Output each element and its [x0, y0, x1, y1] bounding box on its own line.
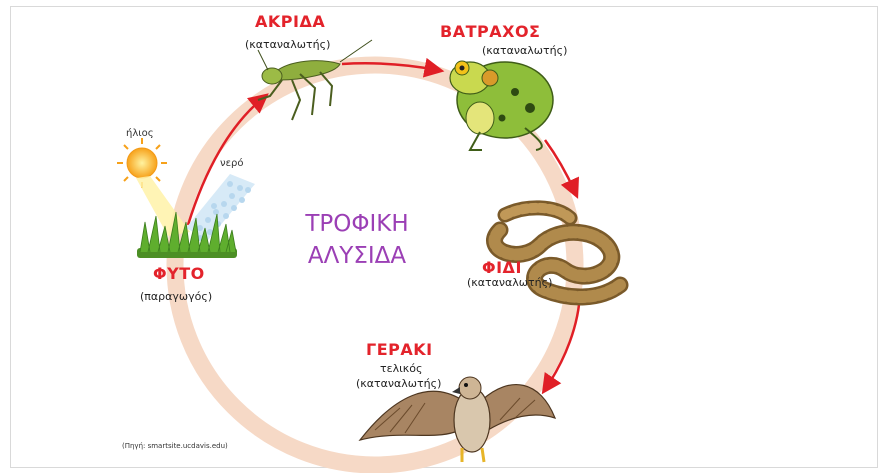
title-line-1: ΤΡΟΦΙΚΗ	[282, 208, 432, 240]
title-line-2: ΑΛΥΣΙΔΑ	[282, 240, 432, 272]
plant-role: (παραγωγός)	[140, 290, 212, 303]
hawk-name: ΓΕΡΑΚΙ	[366, 340, 433, 359]
plant-name: ΦΥΤΟ	[153, 264, 205, 283]
diagram-title: ΤΡΟΦΙΚΗ ΑΛΥΣΙΔΑ	[282, 208, 432, 272]
grasshopper-name: ΑΚΡΙΔΑ	[255, 12, 325, 31]
source-caption: (Πηγή: smartsite.ucdavis.edu)	[122, 442, 228, 450]
hawk-role-final: τελικός	[380, 362, 422, 375]
frog-name: ΒΑΤΡΑΧΟΣ	[440, 22, 540, 41]
sun-label: ήλιος	[126, 128, 154, 139]
snake-role: (καταναλωτής)	[467, 276, 552, 289]
grasshopper-role: (καταναλωτής)	[245, 38, 330, 51]
frog-role: (καταναλωτής)	[482, 44, 567, 57]
snake-name: ΦΙΔΙ	[482, 258, 522, 277]
water-label: νερό	[220, 158, 243, 169]
hawk-role: (καταναλωτής)	[356, 377, 441, 390]
